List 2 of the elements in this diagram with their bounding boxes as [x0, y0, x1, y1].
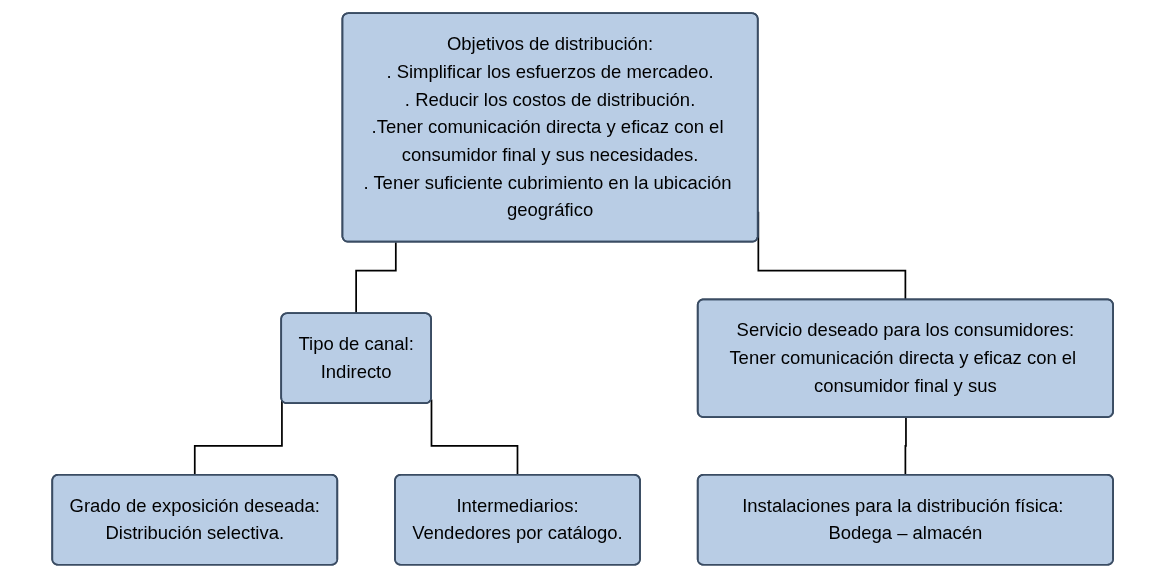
connector — [904, 416, 908, 476]
connector — [430, 398, 520, 476]
